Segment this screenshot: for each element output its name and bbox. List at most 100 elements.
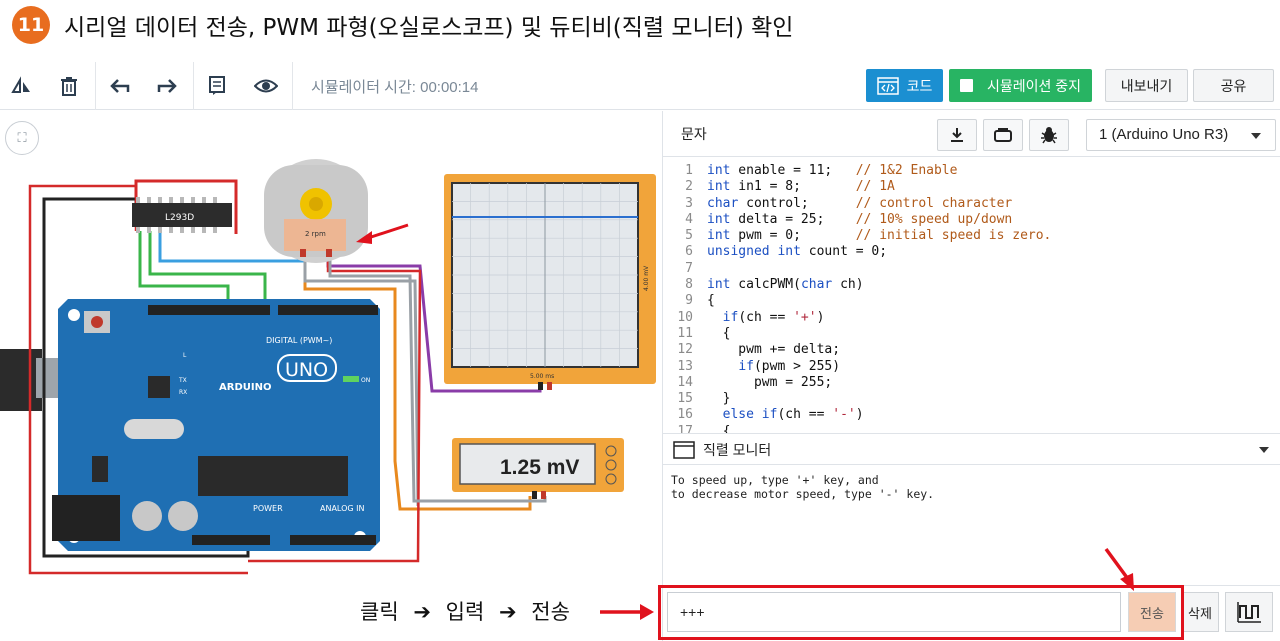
code-line: 5 int pwm = 0; // initial speed is zero.	[663, 228, 1280, 244]
line-number: 13	[677, 358, 693, 374]
code-line: 3 char control; // control character	[663, 196, 1280, 212]
rotate-icon[interactable]	[6, 70, 38, 102]
line-number: 2	[685, 179, 693, 195]
arduino-brand: ARDUINO	[219, 382, 271, 393]
step-badge: 11	[12, 6, 50, 44]
line-number: 4	[685, 211, 693, 227]
circuit-canvas[interactable]: L293D 2 rpm 5.00 ms 4.00 mV 1.25 mV	[0, 111, 662, 641]
line-number: 12	[677, 342, 693, 358]
digital-label: DIGITAL (PWM~)	[266, 336, 332, 345]
stop-simulation-button[interactable]: 시뮬레이션 중지	[949, 69, 1092, 102]
simulator-time: 시뮬레이터 시간: 00:00:14	[311, 79, 479, 96]
instruction-step-1: 클릭	[360, 600, 399, 624]
line-content: pwm += delta;	[707, 342, 841, 358]
line-number: 17	[677, 423, 693, 433]
power-label: POWER	[253, 504, 283, 513]
serial-input-row: +++ 전송 삭제	[663, 585, 1280, 641]
fit-view-icon[interactable]: ⛶	[5, 121, 39, 155]
notes-icon[interactable]	[201, 70, 233, 102]
line-number: 11	[677, 325, 693, 341]
multimeter-reading: 1.25 mV	[500, 456, 579, 479]
stop-button-label: 시뮬레이션 중지	[986, 77, 1082, 94]
code-line: 4 int delta = 25; // 10% speed up/down	[663, 212, 1280, 228]
line-number: 10	[677, 309, 693, 325]
undo-icon[interactable]	[104, 70, 136, 102]
analog-label: ANALOG IN	[320, 504, 365, 513]
line-content: if(ch == '+')	[722, 309, 825, 325]
code-line: 9{	[663, 293, 1280, 309]
l293d-label: L293D	[165, 213, 194, 223]
instruction-text: 클릭 ➔ 입력 ➔ 전송	[360, 596, 578, 626]
on-label: ON	[361, 377, 370, 384]
code-line: 15 }	[663, 391, 1280, 407]
line-number: 3	[685, 195, 693, 211]
toolbar-divider	[95, 62, 96, 110]
send-button[interactable]: 전송	[1128, 592, 1176, 632]
code-line: 16 else if(ch == '-')	[663, 407, 1280, 423]
circuit-drawing: L293D 2 rpm 5.00 ms 4.00 mV 1.25 mV	[0, 159, 656, 575]
l-led-label: L	[183, 352, 187, 359]
line-content: {	[707, 325, 731, 341]
line-number: 9	[685, 293, 693, 309]
line-content: char control; // control character	[707, 195, 1013, 211]
annotation-arrow	[1104, 547, 1134, 591]
code-mode-select[interactable]: 문자	[681, 126, 707, 142]
line-content: int calcPWM(char ch)	[707, 277, 864, 293]
line-number: 1	[685, 163, 693, 178]
line-content: int delta = 25; // 10% speed up/down	[707, 211, 1013, 227]
code-line: 13 if(pwm > 255)	[663, 359, 1280, 375]
delete-icon[interactable]	[53, 70, 85, 102]
toolbar-divider	[193, 62, 194, 110]
tx-label: TX	[178, 377, 187, 384]
export-button[interactable]: 내보내기	[1105, 69, 1188, 102]
redo-icon[interactable]	[151, 70, 183, 102]
arrow-icon: ➔	[413, 600, 431, 624]
toolbar: 시뮬레이터 시간: 00:00:14 코드 시뮬레이션 중지 내보내기 공유	[0, 62, 1280, 110]
code-line: 2 int in1 = 8; // 1A	[663, 179, 1280, 195]
serial-monitor-icon	[673, 441, 695, 459]
highlight-box	[658, 585, 1184, 640]
line-number: 15	[677, 391, 693, 407]
serial-input[interactable]: +++	[667, 592, 1121, 632]
debugger-icon[interactable]	[1029, 119, 1069, 151]
graph-icon[interactable]	[1225, 592, 1273, 632]
scope-time-label: 5.00 ms	[530, 373, 554, 380]
line-content: pwm = 255;	[707, 374, 833, 390]
line-number: 5	[685, 228, 693, 244]
line-content	[699, 261, 715, 277]
line-content: unsigned int count = 0;	[707, 244, 888, 260]
instruction-step-3: 전송	[531, 600, 570, 624]
library-icon[interactable]	[983, 119, 1023, 151]
code-line: 12 pwm += delta;	[663, 342, 1280, 358]
scope-volt-label: 4.00 mV	[643, 265, 650, 291]
line-content: else if(ch == '-')	[722, 407, 864, 423]
motor-rpm-label: 2 rpm	[305, 230, 326, 238]
line-content: if(pwm > 255)	[738, 358, 841, 374]
board-select-value: 1 (Arduino Uno R3)	[1099, 126, 1229, 143]
share-button[interactable]: 공유	[1193, 69, 1274, 102]
serial-monitor-header[interactable]: 직렬 모니터	[663, 433, 1280, 465]
line-content: int pwm = 0; // initial speed is zero.	[707, 228, 1052, 244]
title-bar: 11 시리얼 데이터 전송, PWM 파형(오실로스코프) 및 듀티비(직렬 모…	[0, 0, 1280, 52]
code-button[interactable]: 코드	[866, 69, 943, 102]
serial-monitor-title: 직렬 모니터	[703, 442, 772, 458]
line-number: 6	[685, 244, 693, 260]
page-title: 시리얼 데이터 전송, PWM 파형(오실로스코프) 및 듀티비(직렬 모니터)…	[64, 15, 794, 41]
line-number: 7	[685, 260, 693, 276]
line-content: {	[707, 423, 731, 433]
line-number: 16	[677, 407, 693, 423]
download-icon[interactable]	[937, 119, 977, 151]
code-icon	[876, 76, 899, 95]
toolbar-divider	[292, 62, 293, 110]
chevron-down-icon[interactable]	[1259, 447, 1269, 453]
code-line: 7	[663, 261, 1280, 277]
visibility-icon[interactable]	[250, 70, 282, 102]
clear-button[interactable]: 삭제	[1181, 592, 1219, 632]
board-select[interactable]: 1 (Arduino Uno R3)	[1086, 119, 1276, 151]
serial-output: To speed up, type '+' key, and to decrea…	[671, 473, 935, 501]
line-content: int in1 = 8; // 1A	[707, 179, 895, 195]
